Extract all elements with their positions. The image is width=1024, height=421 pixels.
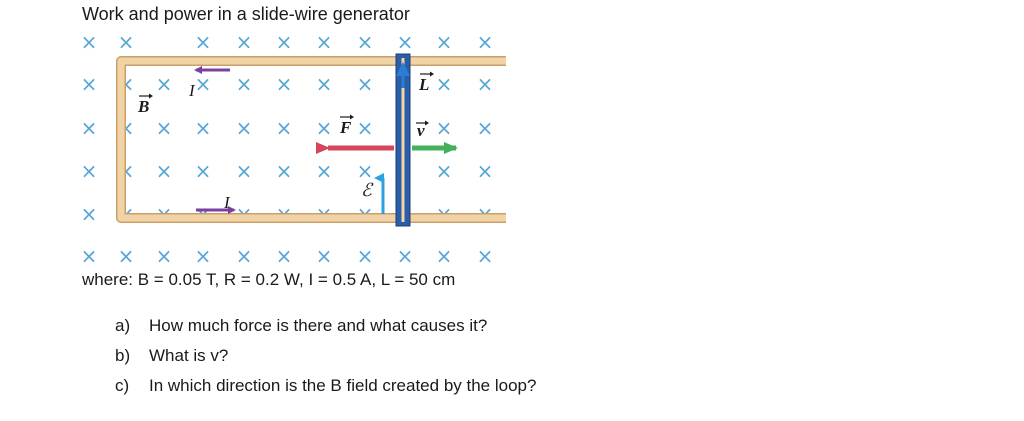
length-label: L — [418, 75, 429, 94]
field-cross-icon: × — [118, 30, 135, 54]
question-letter: b) — [115, 346, 131, 365]
field-cross-icon: × — [276, 30, 293, 54]
field-cross-icon: × — [195, 30, 212, 54]
field-cross-icon: × — [316, 244, 333, 264]
field-cross-icon: × — [195, 159, 212, 183]
field-cross-icon: × — [316, 30, 333, 54]
field-cross-icon: × — [357, 116, 374, 140]
question-item: b) What is v? — [115, 346, 536, 376]
current-label-bottom: I — [223, 193, 231, 212]
question-letter: a) — [115, 316, 131, 335]
field-cross-icon: × — [236, 244, 253, 264]
field-cross-icon: × — [156, 244, 173, 264]
page-title: Work and power in a slide-wire generator — [82, 4, 410, 24]
slide-wire-diagram: × × × × × × × × × × × × × × × × × × × × × × × × × × × × × × × × × × × × × × × ×… — [81, 30, 506, 264]
field-cross-icon: × — [357, 244, 374, 264]
field-label-group: B — [137, 93, 153, 116]
velocity-label: v — [417, 121, 425, 140]
field-cross-icon: × — [236, 116, 253, 140]
field-cross-icon: × — [357, 30, 374, 54]
given-values: where: B = 0.05 T, R = 0.2 W, I = 0.5 A,… — [82, 270, 456, 289]
field-cross-icon: × — [477, 244, 494, 264]
velocity-label-group: v — [416, 120, 429, 140]
field-cross-icon: × — [236, 159, 253, 183]
field-cross-icon: × — [81, 244, 98, 264]
field-cross-icon: × — [477, 116, 494, 140]
field-cross-icon: × — [397, 30, 414, 54]
field-cross-icon: × — [118, 244, 135, 264]
field-cross-icon: × — [477, 159, 494, 183]
current-label-top: I — [188, 81, 196, 100]
field-cross-icon: × — [436, 30, 453, 54]
field-cross-icon: × — [357, 72, 374, 96]
question-text: In which direction is the B field create… — [149, 376, 537, 395]
field-cross-icon: × — [195, 72, 212, 96]
field-cross-icon: × — [436, 116, 453, 140]
question-list: a) How much force is there and what caus… — [115, 316, 536, 406]
field-cross-icon: × — [81, 30, 98, 54]
field-cross-icon: × — [397, 244, 414, 264]
emf-label: ℰ — [361, 180, 374, 200]
field-cross-icon: × — [316, 72, 333, 96]
u-rail — [117, 57, 506, 222]
field-cross-icon: × — [436, 244, 453, 264]
field-cross-icon: × — [81, 202, 98, 226]
field-cross-icon: × — [316, 116, 333, 140]
question-letter: c) — [115, 376, 130, 395]
force-label: F — [339, 118, 352, 137]
field-cross-icon: × — [276, 159, 293, 183]
field-cross-icon: × — [156, 159, 173, 183]
question-item: a) How much force is there and what caus… — [115, 316, 536, 346]
field-cross-icon: × — [236, 72, 253, 96]
question-text: What is v? — [149, 346, 229, 365]
field-cross-icon: × — [81, 159, 98, 183]
length-label-group: L — [418, 71, 434, 94]
field-cross-icon: × — [276, 72, 293, 96]
field-cross-icon: × — [477, 72, 494, 96]
field-cross-icon: × — [195, 116, 212, 140]
field-cross-icon: × — [316, 159, 333, 183]
field-cross-icon: × — [236, 30, 253, 54]
field-cross-icon: × — [156, 116, 173, 140]
field-cross-icon: × — [81, 116, 98, 140]
field-cross-icon: × — [276, 116, 293, 140]
field-cross-icon: × — [436, 72, 453, 96]
question-item: c) In which direction is the B field cre… — [115, 376, 536, 406]
field-cross-icon: × — [276, 244, 293, 264]
field-cross-icon: × — [436, 159, 453, 183]
field-cross-icon: × — [357, 159, 374, 183]
force-label-group: F — [339, 114, 354, 137]
field-label: B — [137, 97, 149, 116]
question-text: How much force is there and what causes … — [149, 316, 488, 335]
field-cross-icon: × — [477, 30, 494, 54]
field-cross-icon: × — [156, 72, 173, 96]
field-cross-icon: × — [195, 244, 212, 264]
field-cross-icon: × — [81, 72, 98, 96]
